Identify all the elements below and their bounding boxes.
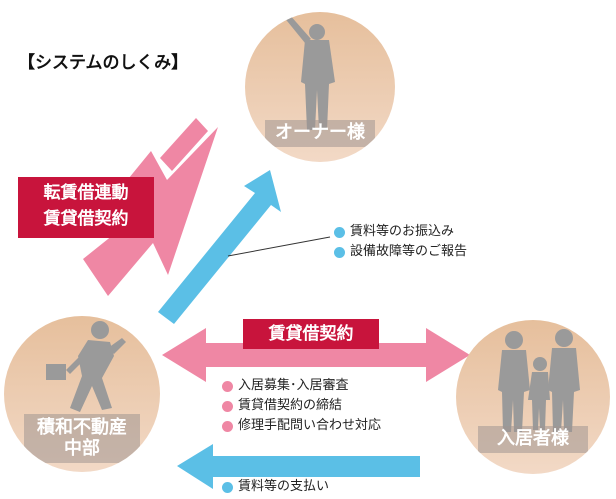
- list-item-text: 賃料等のお振込み: [350, 224, 455, 239]
- to-owner-list: 賃料等のお振込み 設備故障等のご報告: [334, 222, 467, 262]
- company-resident-arrow: [162, 328, 470, 382]
- bullet-dot-icon: [222, 482, 233, 493]
- bullet-dot-icon: [222, 381, 233, 392]
- list-item-text: 賃料等の支払い: [238, 479, 330, 494]
- company-resident-contract-label: 賃貸借契約: [243, 319, 379, 349]
- bullet-dot-icon: [334, 247, 345, 258]
- resident-label: 入居者様: [478, 426, 588, 453]
- list-item: 賃料等のお振込み: [334, 222, 467, 242]
- to-owner-arrow: [158, 170, 281, 324]
- list-item: 賃貸借契約の締結: [222, 396, 381, 416]
- list-pointer-line: [227, 236, 331, 257]
- owner-company-arrow-shaft: [160, 118, 208, 171]
- list-item-text: 設備故障等のご報告: [350, 244, 468, 259]
- page-title: 【システムのしくみ】: [18, 53, 189, 73]
- owner-company-contract-label: 転賃借連動 賃貸借契約: [18, 177, 154, 238]
- list-item: 賃料等の支払い: [222, 477, 329, 497]
- resident-circle: 入居者様: [456, 320, 610, 474]
- to-company-list: 賃料等の支払い: [222, 477, 329, 497]
- owner-company-contract-line1: 転賃借連動: [43, 183, 129, 203]
- list-item: 修理手配問い合わせ対応: [222, 416, 381, 436]
- list-item: 入居募集･入居審査: [222, 376, 381, 396]
- bullet-dot-icon: [222, 421, 233, 432]
- owner-label: オーナー様: [265, 120, 375, 147]
- bullet-dot-icon: [222, 401, 233, 412]
- services-list: 入居募集･入居審査 賃貸借契約の締結 修理手配問い合わせ対応: [222, 376, 381, 436]
- list-item-text: 賃貸借契約の締結: [238, 398, 343, 413]
- company-circle: 積和不動産 中部: [4, 316, 160, 472]
- company-label: 積和不動産 中部: [24, 414, 140, 464]
- company-label-line1: 積和不動産: [37, 417, 127, 438]
- owner-circle: オーナー様: [245, 12, 395, 162]
- list-item-text: 入居募集･入居審査: [238, 378, 349, 393]
- list-item: 設備故障等のご報告: [334, 242, 467, 262]
- owner-company-contract-line2: 賃貸借契約: [43, 209, 129, 229]
- company-label-line2: 中部: [64, 437, 100, 459]
- bullet-dot-icon: [334, 227, 345, 238]
- to-company-arrow: [177, 444, 420, 489]
- list-item-text: 修理手配問い合わせ対応: [238, 418, 382, 433]
